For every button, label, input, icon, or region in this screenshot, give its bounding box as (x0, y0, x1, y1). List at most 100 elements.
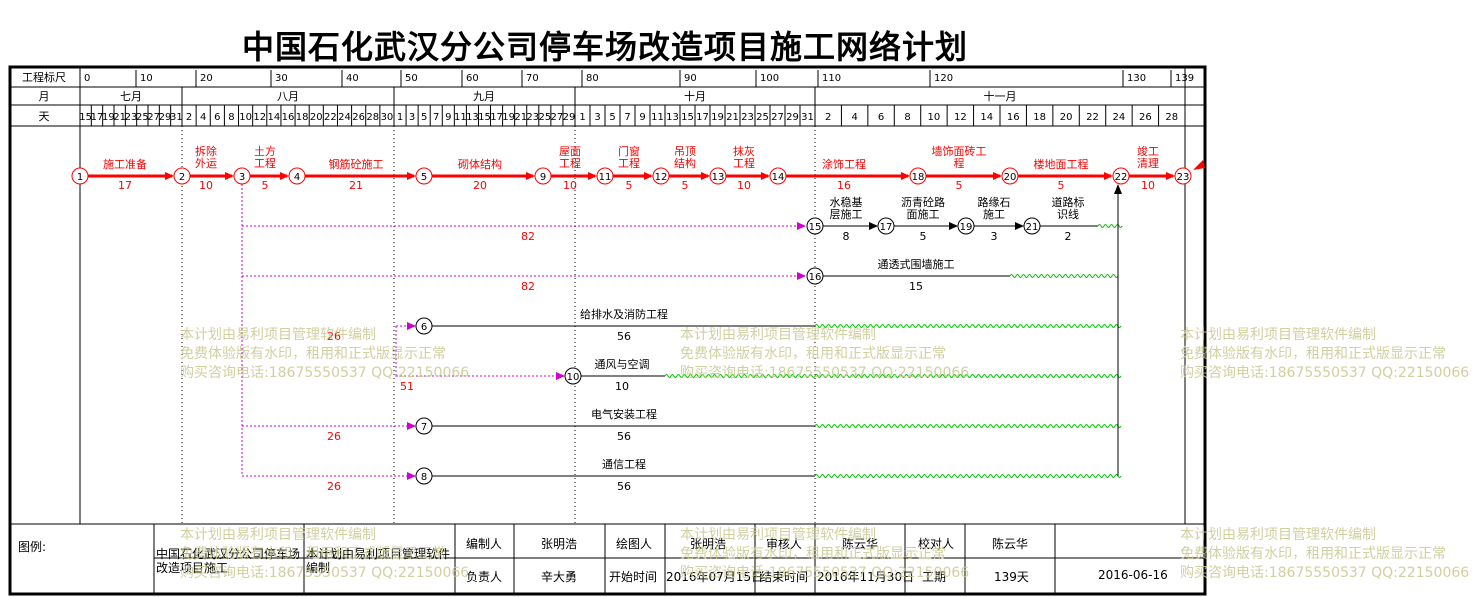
project-name: 中国石化武汉分公司停车场改造项目施工 (156, 547, 301, 575)
page-title: 中国石化武汉分公司停车场改造项目施工网络计划 (241, 28, 968, 66)
activity-name: 路缘石 (978, 196, 1011, 209)
day-label: 23 (125, 112, 138, 123)
day-label: 27 (551, 112, 564, 123)
scale-tick-label: 120 (934, 73, 953, 84)
arrow-head (225, 172, 234, 180)
event-node: 5 (415, 167, 433, 185)
event-node: 21 (1023, 217, 1041, 235)
activity-duration: 5 (920, 230, 927, 243)
watermark: 本计划由易利项目管理软件编制免费体验版有水印，租用和正式版显示正常购买咨询电话:… (180, 527, 470, 581)
free-float-wave (664, 374, 1122, 378)
node-number: 5 (421, 172, 427, 183)
day-label: 16 (282, 112, 295, 123)
lag-label: 82 (521, 230, 535, 243)
lag-label: 51 (400, 380, 414, 393)
day-label: 1 (397, 112, 403, 123)
day-label: 19 (102, 112, 115, 123)
day-label: 23 (741, 112, 754, 123)
lag-label: 82 (521, 280, 535, 293)
day-label: 12 (954, 112, 967, 123)
month-name: 十一月 (984, 89, 1017, 103)
activity-name: 面施工 (907, 208, 940, 221)
event-node: 4 (288, 167, 306, 185)
activity-name: 水稳基 (830, 195, 863, 209)
checker-value: 陈云华 (992, 537, 1029, 551)
free-float-wave (814, 324, 1122, 328)
activity-duration: 5 (262, 179, 269, 192)
day-label: 26 (352, 112, 365, 123)
arrow-head (556, 372, 565, 380)
event-node: 14 (769, 167, 787, 185)
node-circle (288, 167, 306, 185)
drawer-label: 绘图人 (616, 537, 653, 551)
activity-name: 楼地面工程 (1034, 157, 1089, 171)
activity-name: 钢筋砼施工 (329, 157, 384, 171)
activity-name: 屋面 (559, 145, 581, 158)
day-label: 30 (381, 112, 394, 123)
activity-duration: 17 (118, 179, 132, 192)
day-label: 1 (579, 112, 585, 123)
arrow-head (993, 172, 1002, 180)
event-node: 8 (415, 467, 433, 485)
activity-name: 通风与空调 (595, 357, 650, 371)
day-label: 31 (801, 112, 814, 123)
event-node: 3 (233, 167, 251, 185)
activity-name: 墙饰面砖工 (932, 144, 987, 158)
node-circle (1174, 167, 1192, 185)
day-label: 25 (538, 112, 551, 123)
node-number: 11 (599, 172, 612, 183)
arrow-head (165, 172, 174, 180)
day-label: 19 (711, 112, 724, 123)
arrow-head (1104, 172, 1113, 180)
activity-duration: 56 (617, 330, 631, 343)
activity-name: 外运 (195, 157, 217, 170)
activity-name: 通透式围墙施工 (878, 257, 955, 271)
day-label: 天 (39, 110, 50, 123)
activity-duration: 8 (843, 230, 850, 243)
day-label: 24 (338, 112, 351, 123)
activity-name: 抹灰 (733, 144, 755, 158)
scale-label: 工程标尺 (22, 70, 66, 84)
activity-duration: 56 (617, 480, 631, 493)
event-node: 1 (71, 167, 89, 185)
node-number: 13 (712, 172, 725, 183)
month-name: 七月 (120, 90, 142, 103)
event-node: 2 (173, 167, 191, 185)
day-label: 20 (310, 112, 323, 123)
node-circle (564, 367, 582, 385)
arrow-head (1015, 222, 1024, 230)
day-label: 3 (409, 112, 415, 123)
day-label: 17 (490, 112, 503, 123)
activity-name: 识线 (1057, 207, 1079, 221)
watermark: 本计划由易利项目管理软件编制免费体验版有水印，租用和正式版显示正常购买咨询电话:… (680, 327, 970, 381)
day-label: 11 (651, 112, 664, 123)
node-circle (806, 217, 824, 235)
activity-duration: 15 (909, 280, 923, 293)
activity-name: 施工 (983, 208, 1005, 221)
day-label: 29 (786, 112, 799, 123)
chart-frame (8, 65, 1207, 596)
day-label: 5 (421, 112, 427, 123)
arrow-head (869, 222, 878, 230)
activity-name: 吊顶 (674, 145, 696, 158)
day-label: 10 (928, 112, 941, 123)
node-circle (596, 167, 614, 185)
day-label: 27 (147, 112, 160, 123)
day-label: 8 (228, 112, 234, 123)
start-value: 2016年07月15日 (666, 570, 764, 584)
event-node: 23 (1174, 167, 1192, 185)
event-node: 6 (415, 317, 433, 335)
day-label: 25 (756, 112, 769, 123)
node-number: 4 (294, 172, 300, 183)
day-label: 9 (639, 112, 645, 123)
day-label: 28 (366, 112, 379, 123)
event-node: 20 (1001, 167, 1019, 185)
day-label: 3 (594, 112, 600, 123)
